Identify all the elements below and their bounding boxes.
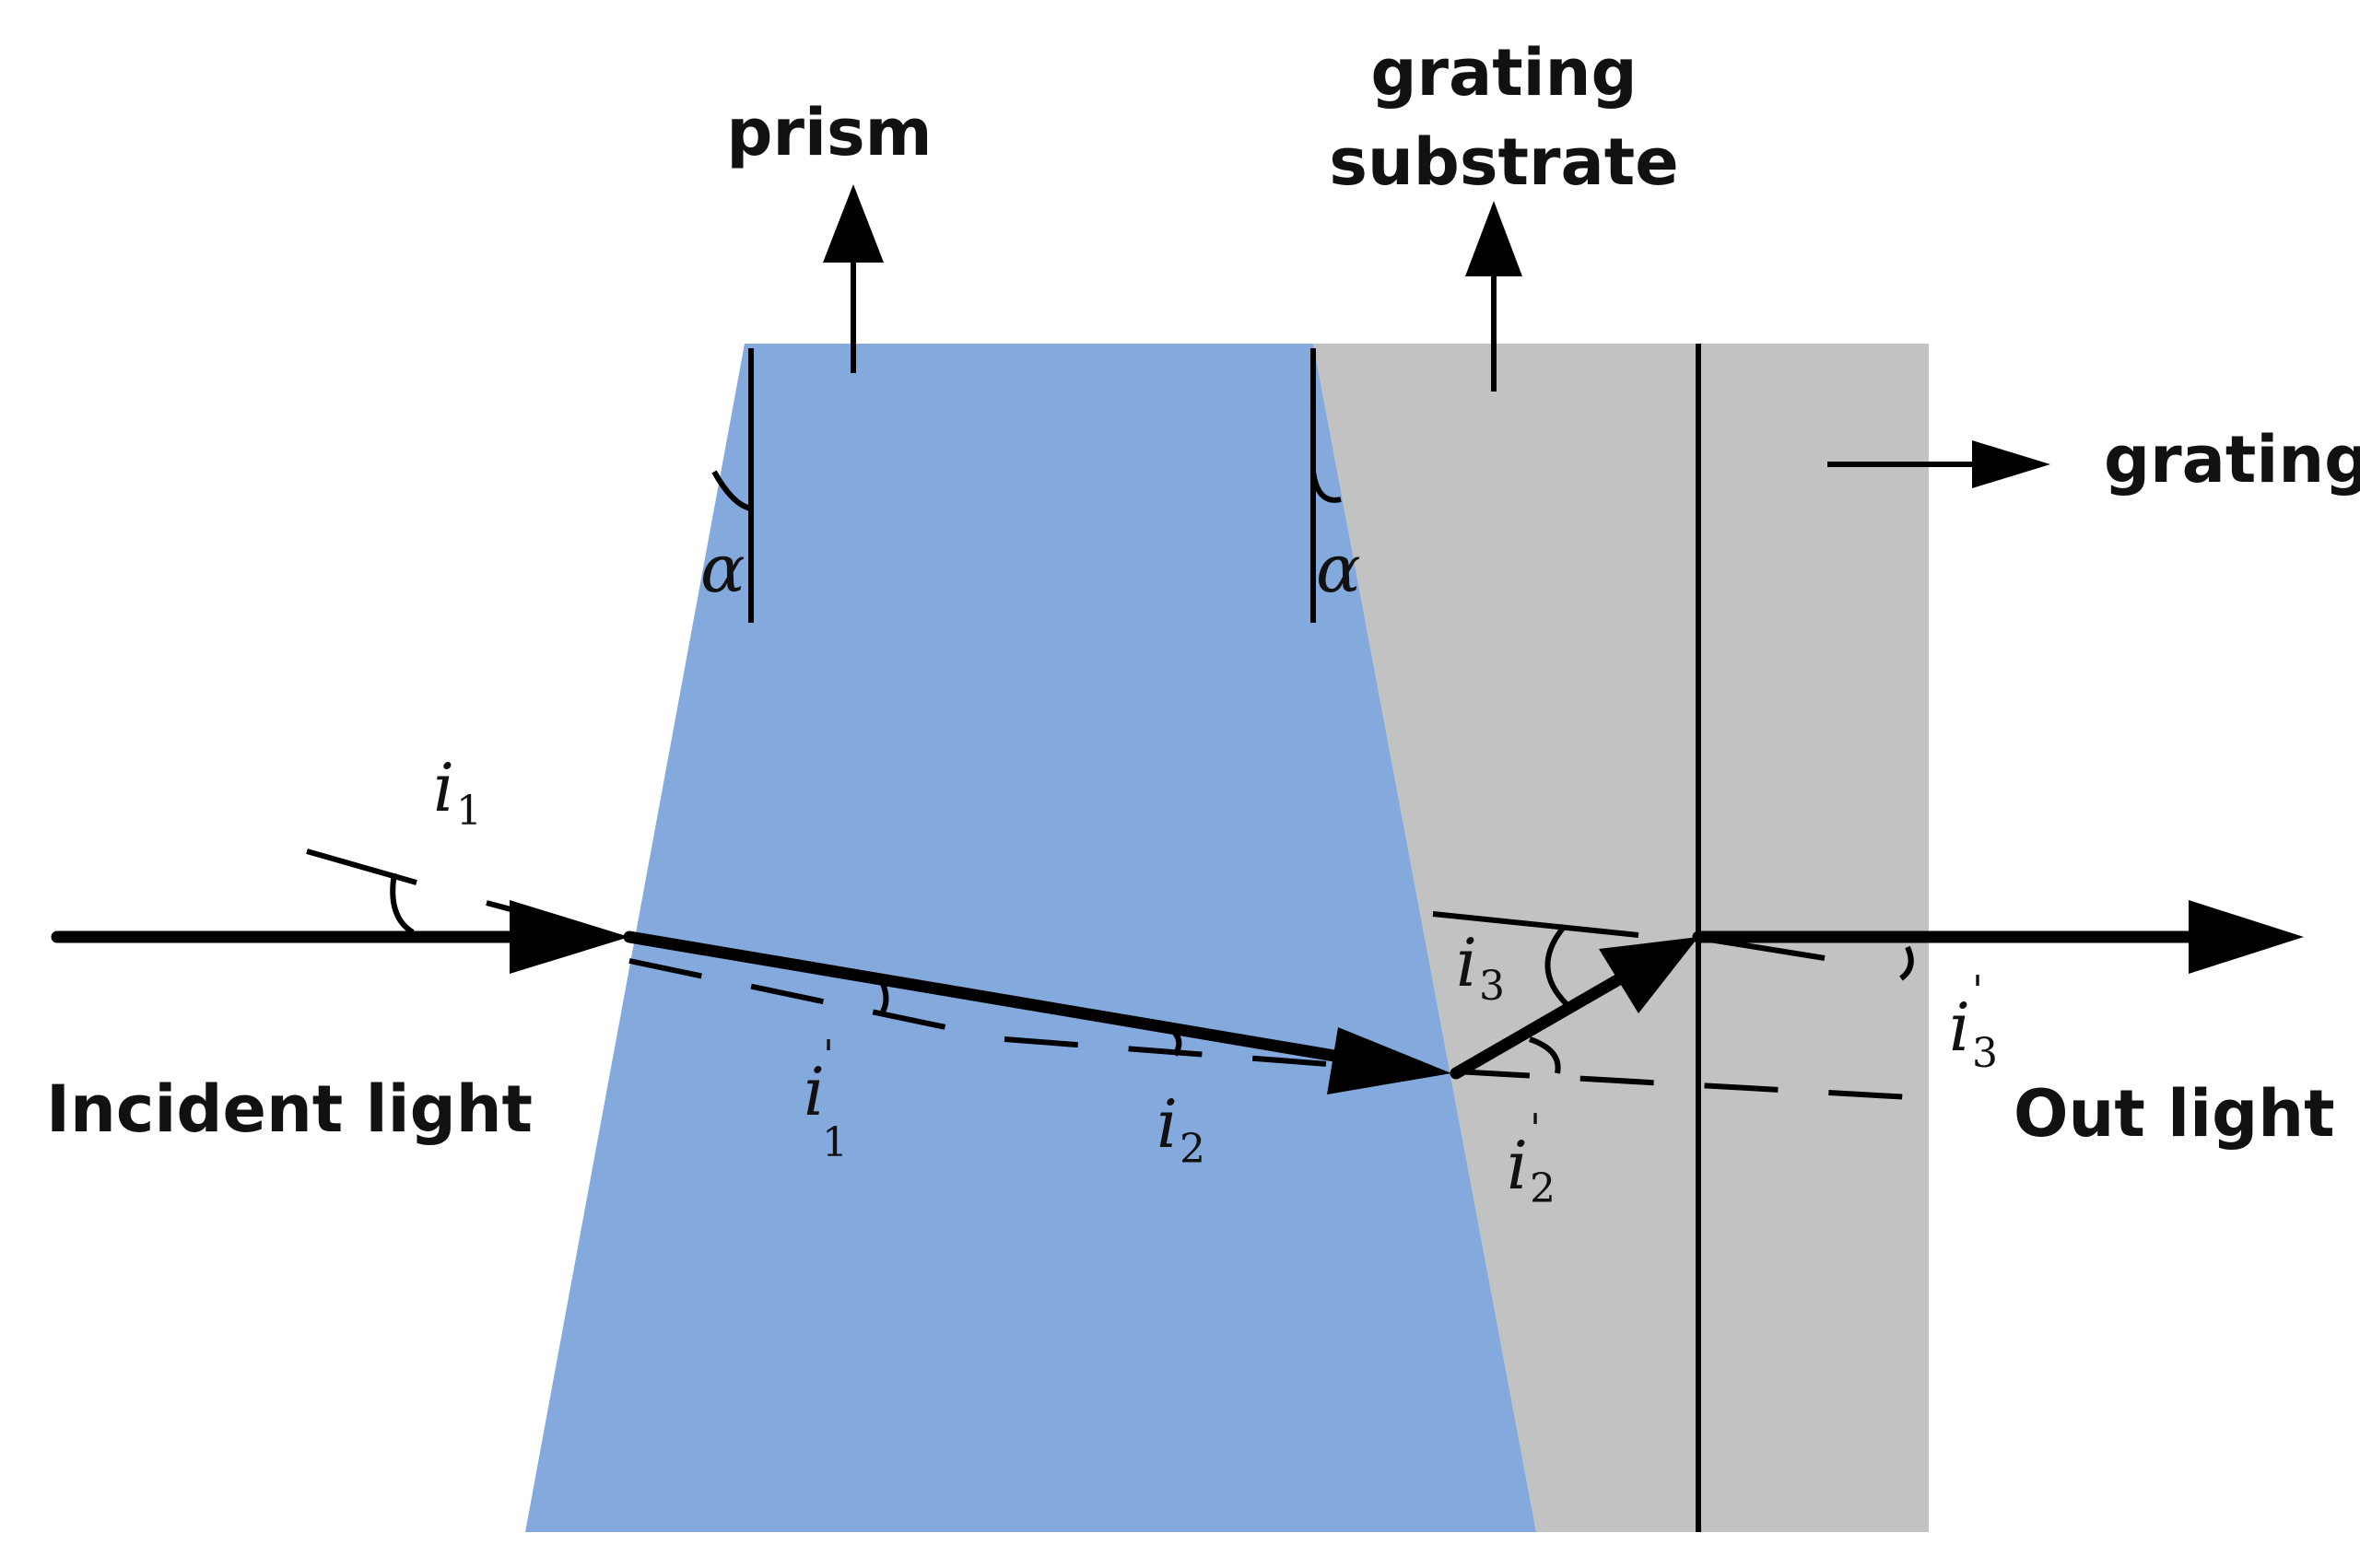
svg-text:': ' [1530,1106,1541,1153]
substrate-pointer-arrow [1465,201,1522,392]
angle-i2prime-symbol: i ' 2 [1507,1106,1556,1212]
svg-text:': ' [823,1032,834,1079]
out-light-label: Out light [2014,1076,2335,1152]
angle-arc-i3 [1544,924,1569,1007]
entry-normal-upper [306,848,417,885]
grating-substrate [1313,344,1929,1532]
svg-text:3: 3 [1479,963,1505,1010]
angle-i2-symbol: i 2 [1157,1085,1205,1173]
svg-text:i: i [1456,924,1477,1001]
prism-pointer-arrow [823,184,884,373]
prism-ray [623,930,1352,1064]
svg-text:i: i [1507,1127,1528,1204]
angle-arc-i1 [390,872,415,935]
out-ray-arrowhead [2189,900,2304,974]
svg-text:1: 1 [822,1119,848,1166]
angle-arc-i3prime [1899,945,1914,981]
svg-text:': ' [1972,967,1983,1014]
angle-i1-symbol: i 1 [433,749,482,835]
svg-text:2: 2 [1530,1165,1556,1212]
substrate-ray-arrowhead [1599,937,1698,1013]
angle-arc-i1prime [880,982,889,1013]
svg-text:i: i [1157,1085,1178,1163]
grating-label: grating [2104,422,2360,497]
svg-text:i: i [804,1053,825,1130]
alpha-left-symbol: α [700,530,746,607]
svg-text:3: 3 [1972,1030,1998,1077]
exit-normal-dashed [1455,1069,1927,1101]
grating-substrate-label-line1: grating [1370,35,1637,111]
incident-light-label: Incident light [46,1071,533,1147]
angle-i3-symbol: i 3 [1456,924,1505,1010]
svg-text:1: 1 [456,788,482,835]
svg-text:i: i [1949,989,1970,1066]
grating-pointer-arrow [1827,440,2050,488]
left-alpha-arc [711,470,752,511]
grating-normal-upper [1432,911,1639,938]
prism-label: prism [726,95,932,170]
svg-text:i: i [433,749,454,826]
right-alpha-arc [1310,471,1342,503]
prism-body [525,344,1536,1532]
entry-normal-lower2 [1004,1036,1365,1070]
svg-text:2: 2 [1180,1126,1205,1173]
angle-i3prime-symbol: i ' 3 [1949,967,1998,1077]
incident-ray-arrowhead [510,900,629,974]
grating-substrate-label-line2: substrate [1329,124,1678,200]
alpha-right-symbol: α [1316,530,1361,607]
angle-i1prime-symbol: i ' 1 [804,1032,848,1166]
entry-normal-lower [628,958,969,1035]
prism-ray-arrowhead [1327,1027,1451,1094]
angle-arc-i2prime [1528,1036,1561,1074]
substrate-ray [1450,970,1630,1080]
